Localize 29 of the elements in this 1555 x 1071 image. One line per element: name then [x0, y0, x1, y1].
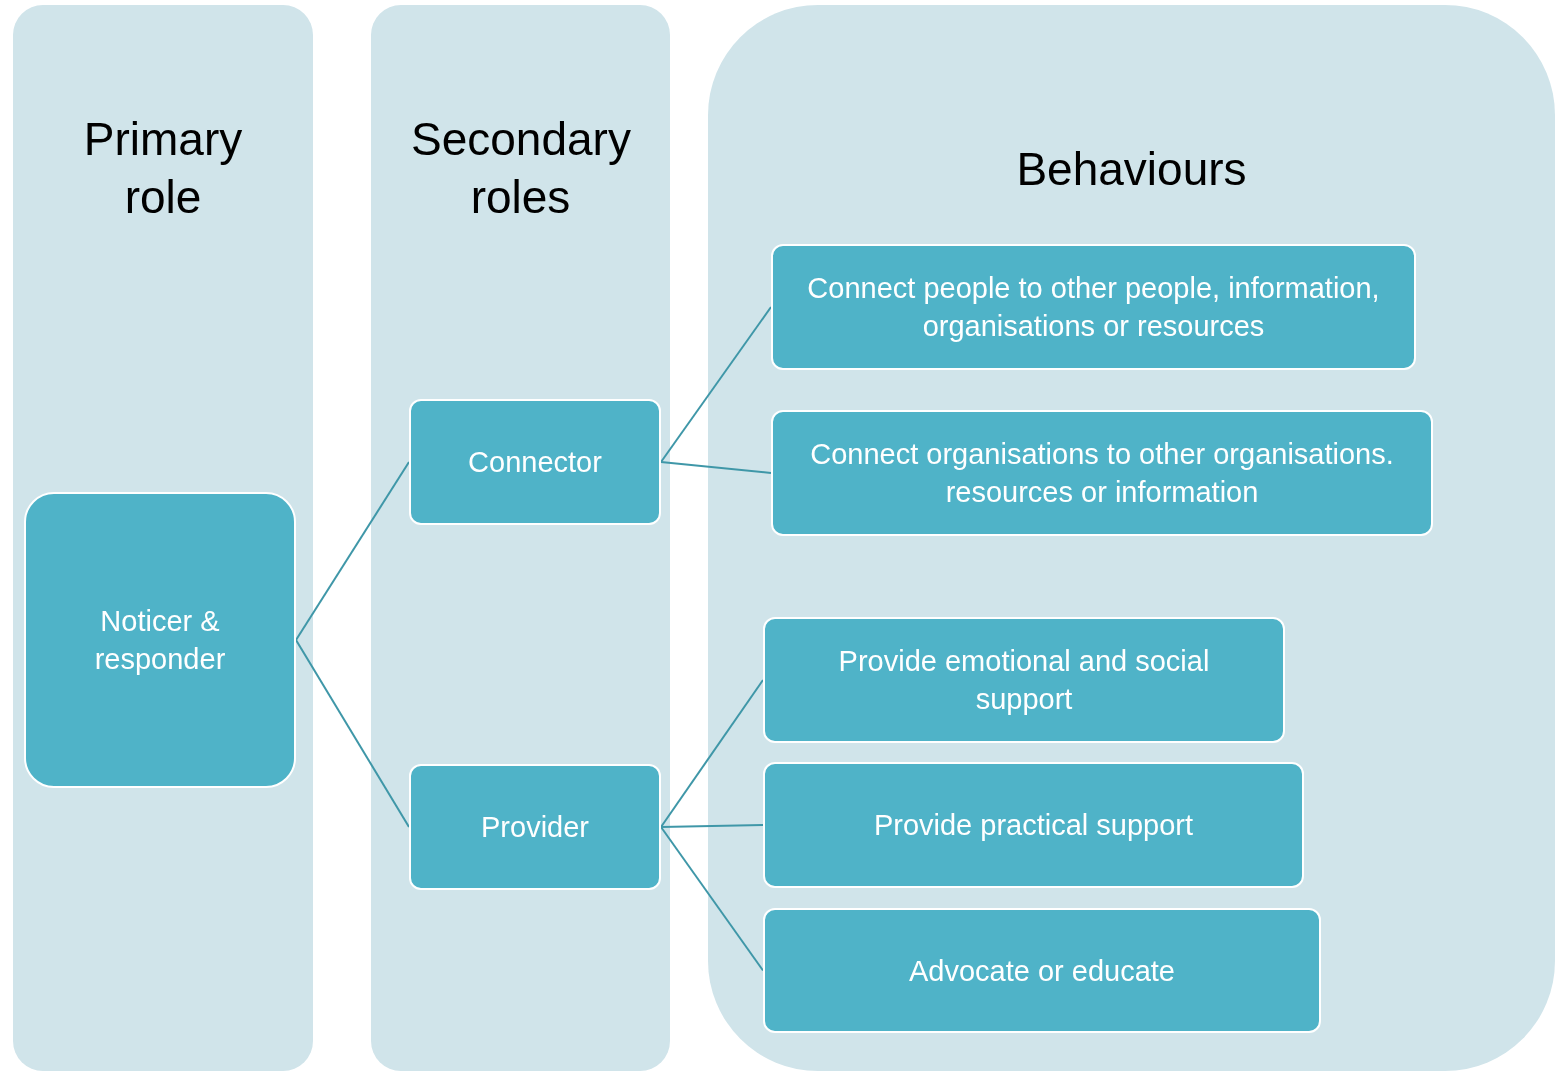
behaviour-box: [763, 762, 1304, 888]
behaviour-box: [771, 410, 1433, 536]
connector-line: [660, 826, 764, 972]
role-box: [24, 492, 296, 788]
column-heading: Secondary roles: [410, 112, 632, 225]
connector-line: [295, 639, 410, 828]
box-label: Connect people to other people, information, organisations or resources: [806, 271, 1381, 344]
connector-line: [660, 461, 772, 474]
column-panel: [371, 5, 670, 1071]
role-box: [409, 399, 661, 525]
behaviour-box: [763, 908, 1321, 1033]
column-heading: Primary role: [82, 112, 244, 225]
box-label: Noticer & responder: [93, 604, 227, 677]
behaviour-box: [763, 617, 1285, 743]
box-label: Provide practical support: [872, 808, 1195, 843]
connector-line: [660, 306, 772, 463]
connector-line: [660, 824, 764, 828]
box-label: Provider: [480, 810, 590, 845]
box-label: Connect organisations to other organisations. resources or information: [809, 437, 1395, 510]
connector-line: [295, 461, 410, 641]
connector-line: [660, 679, 764, 828]
role-box: [409, 764, 661, 890]
box-label: Provide emotional and social support: [837, 644, 1211, 717]
box-label: Connector: [467, 445, 603, 480]
column-panel: [13, 5, 313, 1071]
column-heading: Behaviours: [1015, 142, 1248, 197]
behaviour-box: [771, 244, 1416, 370]
box-label: Advocate or educate: [908, 953, 1176, 989]
column-panel: [708, 5, 1555, 1071]
